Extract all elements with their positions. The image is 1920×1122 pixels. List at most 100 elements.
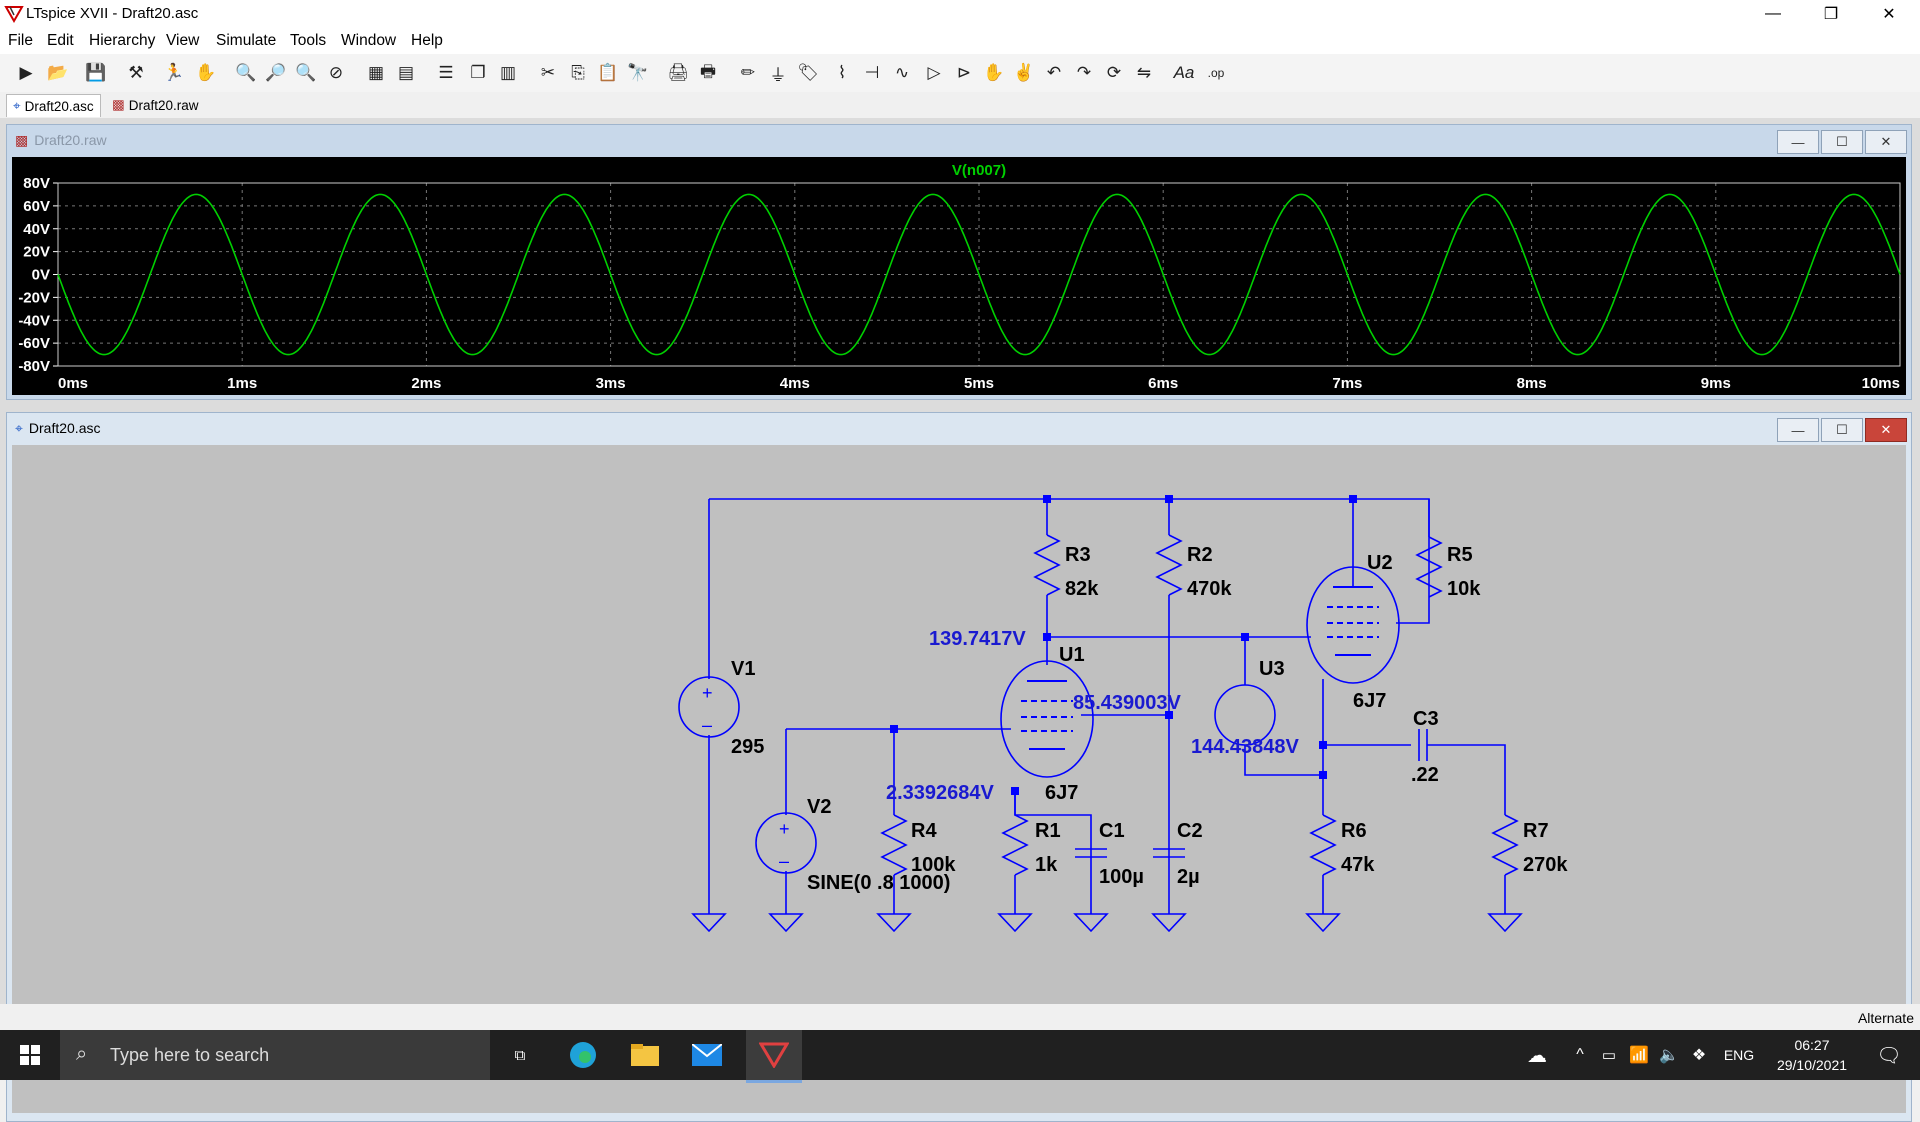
capacitor-icon[interactable]: ⊣ <box>864 63 880 82</box>
edge-browser-icon[interactable] <box>560 1030 606 1080</box>
pan-hand-icon[interactable]: ✋ <box>195 63 217 82</box>
component-icon[interactable]: ⊳ <box>956 63 972 82</box>
new-schematic-icon[interactable]: ▶ <box>19 63 33 82</box>
label-v1[interactable]: V1 <box>731 658 755 680</box>
zoom-in-icon[interactable]: 🔍 <box>235 63 257 82</box>
language-indicator[interactable]: ENG <box>1723 1047 1755 1063</box>
schematic-maximize-button[interactable]: ☐ <box>1821 418 1863 442</box>
label-r5[interactable]: R5 <box>1447 544 1473 566</box>
schematic-canvas[interactable]: +– +– R3 82k R2 470k R5 10k U2 6J7 V1 29… <box>12 445 1906 1113</box>
chevron-up-icon[interactable]: ^ <box>1576 1046 1584 1063</box>
cascade-icon[interactable]: ❐ <box>470 63 486 82</box>
value-u1[interactable]: 6J7 <box>1045 782 1078 804</box>
print-preview-icon[interactable]: 🖶 <box>699 61 717 81</box>
tube-u1[interactable] <box>1000 660 1094 778</box>
run-icon[interactable]: 🏃 <box>163 63 185 82</box>
label-v2[interactable]: V2 <box>807 796 831 818</box>
zoom-out-icon[interactable]: 🔍 <box>295 63 317 82</box>
resistor-r4[interactable] <box>880 814 908 876</box>
value-r7[interactable]: 270k <box>1523 854 1568 876</box>
value-c3[interactable]: .22 <box>1411 764 1439 786</box>
label-u3[interactable]: U3 <box>1259 658 1285 680</box>
resistor-r3[interactable] <box>1033 534 1061 596</box>
cut-icon[interactable]: ✂ <box>540 63 556 82</box>
tile-vertical-icon[interactable]: ▥ <box>499 63 517 82</box>
menu-hierarchy[interactable]: Hierarchy <box>89 32 156 49</box>
tube-u2[interactable] <box>1306 566 1400 684</box>
label-r6[interactable]: R6 <box>1341 820 1367 842</box>
redo-icon[interactable]: ↷ <box>1076 63 1092 82</box>
menu-simulate[interactable]: Simulate <box>216 32 277 49</box>
open-folder-icon[interactable]: 📂 <box>47 63 69 82</box>
paste-icon[interactable]: 📋 <box>597 63 619 82</box>
print-icon[interactable]: 🖨 <box>667 63 689 82</box>
menu-tools[interactable]: Tools <box>290 32 327 49</box>
save-icon[interactable]: 💾 <box>85 63 107 82</box>
diode-u3[interactable] <box>1214 684 1276 746</box>
ltspice-taskbar-icon[interactable] <box>746 1030 802 1083</box>
clock[interactable]: 06:27 29/10/2021 <box>1764 1030 1860 1080</box>
value-r4[interactable]: 100k <box>911 854 956 876</box>
value-r1[interactable]: 1k <box>1035 854 1058 876</box>
value-r3[interactable]: 82k <box>1065 578 1099 600</box>
volume-icon[interactable]: 🔈 <box>1659 1047 1679 1064</box>
waveform-close-button[interactable]: ✕ <box>1865 130 1907 154</box>
label-r2[interactable]: R2 <box>1187 544 1213 566</box>
label-r1[interactable]: R1 <box>1035 820 1061 842</box>
minimize-button[interactable]: — <box>1765 5 1781 22</box>
label-u1[interactable]: U1 <box>1059 644 1085 666</box>
node-voltage-144v[interactable]: 144.43848V <box>1191 736 1300 758</box>
dropbox-icon[interactable]: ❖ <box>1691 1047 1707 1064</box>
menu-edit[interactable]: Edit <box>47 32 74 49</box>
find-icon[interactable]: 🔭 <box>627 63 649 82</box>
tab-waveform[interactable]: ▩ Draft20.raw <box>106 94 205 116</box>
schematic-minimize-button[interactable]: — <box>1777 418 1819 442</box>
menu-window[interactable]: Window <box>341 32 397 49</box>
autorange-icon[interactable]: ▦ <box>367 63 385 82</box>
menu-help[interactable]: Help <box>411 32 443 49</box>
copy-icon[interactable]: ⎘ <box>571 63 585 82</box>
resistor-icon[interactable]: ⌇ <box>837 63 847 82</box>
file-explorer-icon[interactable] <box>622 1030 668 1080</box>
task-view-icon[interactable]: ⧉ <box>514 1046 526 1064</box>
draw-wire-icon[interactable]: ✏ <box>740 63 756 82</box>
label-net-icon[interactable]: 🏷 <box>797 63 819 82</box>
diode-icon[interactable]: ▷ <box>927 63 941 82</box>
tile-horizontal-icon[interactable]: ☰ <box>438 63 454 82</box>
menu-file[interactable]: File <box>8 32 33 49</box>
taskbar-search-box[interactable]: ⌕ Type here to search <box>60 1030 490 1080</box>
label-u2[interactable]: U2 <box>1367 552 1393 574</box>
resistor-r5[interactable] <box>1415 536 1443 598</box>
spice-directive-icon[interactable]: .op <box>1207 66 1225 80</box>
battery-icon[interactable]: ▭ <box>1601 1047 1617 1064</box>
zoom-area-icon[interactable]: 🔎 <box>265 63 287 82</box>
waveform-minimize-button[interactable]: — <box>1777 130 1819 154</box>
restore-button[interactable]: ❐ <box>1823 6 1839 23</box>
mail-icon[interactable] <box>684 1030 730 1080</box>
undo-icon[interactable]: ↶ <box>1046 63 1062 82</box>
text-icon[interactable]: Aa <box>1173 63 1195 82</box>
value-u2[interactable]: 6J7 <box>1353 690 1386 712</box>
mirror-icon[interactable]: ⇋ <box>1136 63 1152 82</box>
control-panel-icon[interactable]: ⚒ <box>128 63 144 82</box>
resistor-r2[interactable] <box>1155 534 1183 596</box>
move-icon[interactable]: ✋ <box>983 63 1005 82</box>
ground-icon[interactable]: ⏚ <box>769 65 787 85</box>
value-r2[interactable]: 470k <box>1187 578 1232 600</box>
node-voltage-139v[interactable]: 139.7417V <box>929 628 1026 650</box>
schematic-close-button[interactable]: ✕ <box>1865 418 1907 442</box>
rotate-icon[interactable]: ⟳ <box>1106 63 1122 82</box>
label-r7[interactable]: R7 <box>1523 820 1549 842</box>
start-windows-icon[interactable] <box>10 1030 50 1080</box>
value-c1[interactable]: 100µ <box>1099 866 1144 888</box>
resistor-r7[interactable] <box>1491 814 1519 876</box>
value-c2[interactable]: 2µ <box>1177 866 1200 888</box>
label-c1[interactable]: C1 <box>1099 820 1125 842</box>
node-voltage-85v[interactable]: 85.439003V <box>1073 692 1182 714</box>
node-voltage-2v[interactable]: 2.3392684V <box>886 782 995 804</box>
label-c3[interactable]: C3 <box>1413 708 1439 730</box>
resistor-r6[interactable] <box>1309 814 1337 876</box>
value-r6[interactable]: 47k <box>1341 854 1375 876</box>
